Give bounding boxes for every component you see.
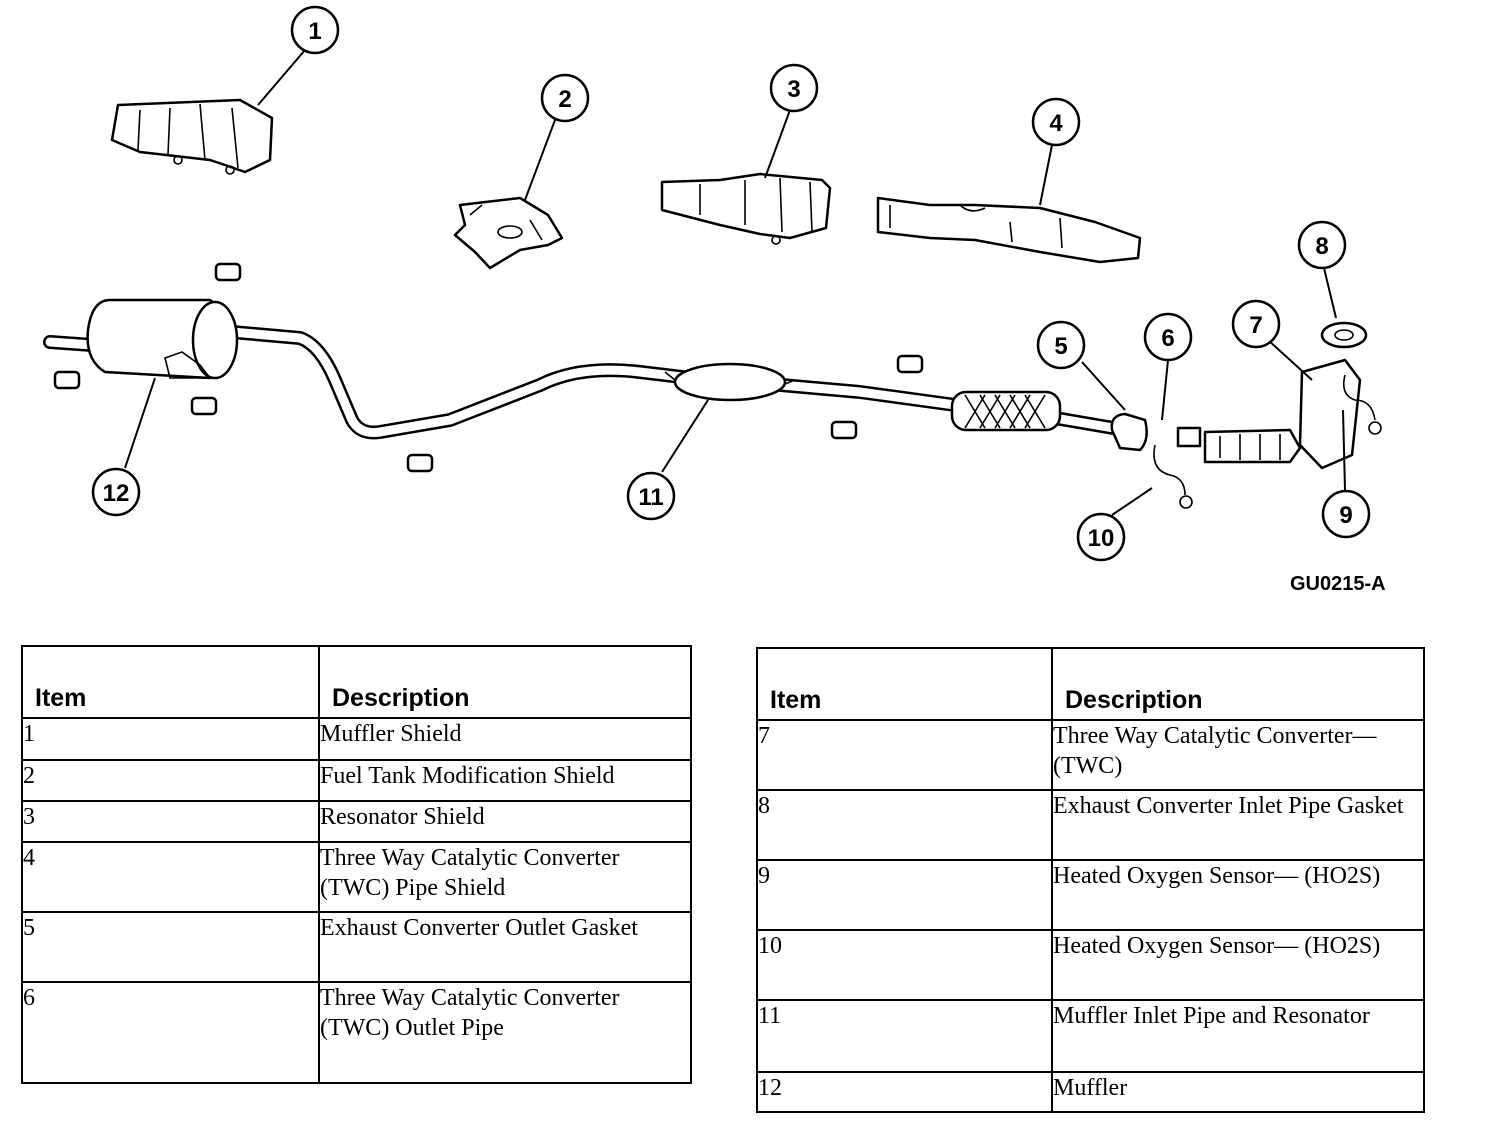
item-number: 3 [21,800,320,843]
exhaust-system-diagram: 1 2 3 4 5 6 7 8 9 10 11 12 GU [43,5,1386,595]
item-number: 2 [21,759,320,802]
callout-2: 2 [540,73,590,123]
item-number: 10 [756,929,1053,1001]
table-row: 1 Muffler Shield [21,717,692,761]
callout-12: 12 [91,467,141,517]
table-row: 7 Three Way Catalytic Converter— (TWC) [756,719,1425,791]
table-row: 10 Heated Oxygen Sensor— (HO2S) [756,929,1425,1001]
table-row: 8 Exhaust Converter Inlet Pipe Gasket [756,789,1425,861]
item-number: 12 [756,1071,1053,1113]
leader-lines [124,49,1346,516]
item-description: Three Way Catalytic Converter (TWC) Pipe… [318,841,692,913]
svg-text:2: 2 [558,86,571,113]
svg-text:4: 4 [1049,110,1063,137]
table-row: 4 Three Way Catalytic Converter (TWC) Pi… [21,841,692,913]
svg-text:3: 3 [787,76,800,103]
callout-4: 4 [1031,97,1081,147]
callout-7: 7 [1231,299,1281,349]
item-description: Muffler Inlet Pipe and Resonator [1051,999,1425,1073]
item-description: Muffler [1051,1071,1425,1113]
svg-text:12: 12 [103,480,130,507]
callout-6: 6 [1143,312,1193,362]
column-header-description: Description [1051,647,1425,721]
callout-1: 1 [290,5,340,55]
muffler-shield-drawing [110,98,274,175]
table-row: 2 Fuel Tank Modification Shield [21,759,692,802]
table-row: 12 Muffler [756,1071,1425,1113]
column-header-item: Item [756,647,1053,721]
parts-table-left: Item Description 1 Muffler Shield 2 Fuel… [21,645,692,1084]
table-header-row: Item Description [21,645,692,719]
item-number: 11 [756,999,1053,1073]
exhaust-pipe-run-drawing [43,262,1382,509]
fuel-tank-modification-shield-drawing [453,196,564,270]
column-header-description: Description [318,645,692,719]
item-description: Resonator Shield [318,800,692,843]
callout-10: 10 [1076,512,1126,562]
svg-text:11: 11 [638,484,663,511]
item-number: 7 [756,719,1053,791]
item-description: Three Way Catalytic Converter— (TWC) [1051,719,1425,791]
resonator-shield-drawing [660,172,832,245]
svg-text:6: 6 [1161,325,1174,352]
figure-id-label: GU0215-A [1290,573,1386,595]
table-row: 11 Muffler Inlet Pipe and Resonator [756,999,1425,1073]
parts-table-right: Item Description 7 Three Way Catalytic C… [756,647,1425,1113]
item-description: Three Way Catalytic Converter (TWC) Outl… [318,981,692,1084]
item-number: 4 [21,841,320,913]
twc-pipe-shield-drawing [876,196,1142,264]
table-header-row: Item Description [756,647,1425,721]
svg-text:7: 7 [1249,312,1262,339]
item-description: Fuel Tank Modification Shield [318,759,692,802]
svg-text:1: 1 [308,18,321,45]
callout-3: 3 [769,63,819,113]
item-description: Exhaust Converter Inlet Pipe Gasket [1051,789,1425,861]
item-description: Heated Oxygen Sensor— (HO2S) [1051,859,1425,931]
item-description: Heated Oxygen Sensor— (HO2S) [1051,929,1425,1001]
callout-5: 5 [1036,320,1086,370]
svg-text:10: 10 [1088,525,1115,552]
table-row: 6 Three Way Catalytic Converter (TWC) Ou… [21,981,692,1084]
table-row: 3 Resonator Shield [21,800,692,843]
svg-text:9: 9 [1339,502,1352,529]
callout-11: 11 [626,471,676,521]
table-row: 9 Heated Oxygen Sensor— (HO2S) [756,859,1425,931]
item-number: 6 [21,981,320,1084]
svg-text:8: 8 [1315,233,1328,260]
table-row: 5 Exhaust Converter Outlet Gasket [21,911,692,983]
item-number: 9 [756,859,1053,931]
callout-9: 9 [1321,489,1371,539]
svg-text:5: 5 [1054,333,1067,360]
item-description: Muffler Shield [318,717,692,761]
callout-8: 8 [1297,220,1347,270]
item-number: 1 [21,717,320,761]
item-number: 8 [756,789,1053,861]
item-description: Exhaust Converter Outlet Gasket [318,911,692,983]
item-number: 5 [21,911,320,983]
column-header-item: Item [21,645,320,719]
